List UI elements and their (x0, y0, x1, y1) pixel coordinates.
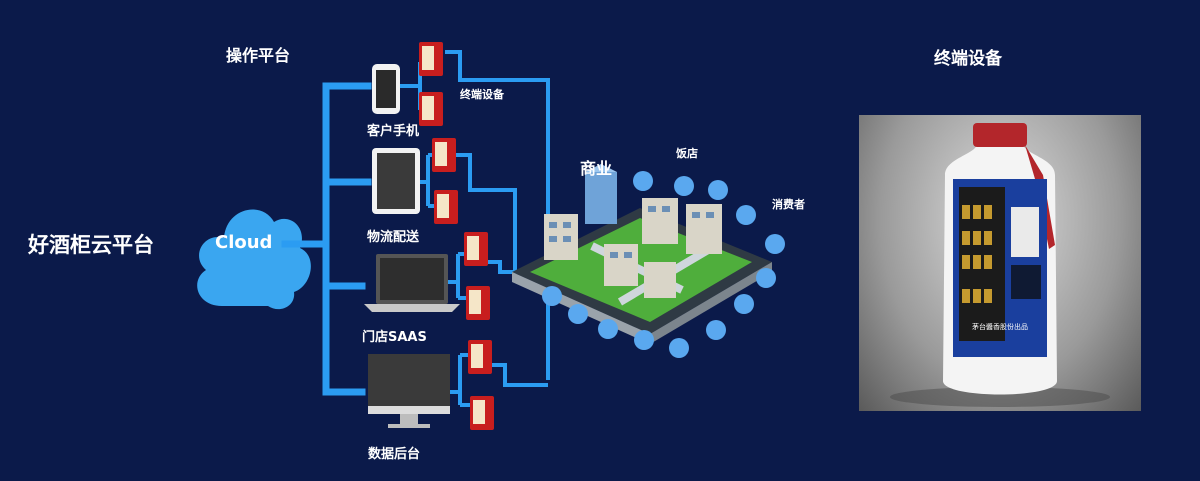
consumer-group-icon (542, 171, 785, 358)
cloud-icon (197, 209, 311, 310)
terminal-device-label: 终端设备 (460, 88, 504, 101)
device-label-desktop: 数据后台 (368, 447, 421, 462)
commerce-label: 商业 (580, 159, 613, 178)
cloud-label: Cloud (215, 232, 273, 253)
platform-title: 好酒柜云平台 (28, 233, 154, 257)
smartphone-icon (372, 64, 400, 114)
wine-cabinet-illustration (890, 123, 1110, 407)
ops-title: 操作平台 (226, 46, 291, 65)
laptop-icon (364, 254, 460, 312)
device-label-phone: 客户手机 (367, 124, 420, 139)
tablet-icon (372, 148, 420, 214)
device-label-laptop: 门店SAAS (362, 330, 427, 345)
cabinet-brand-text: 茅台醬香股份出品 (972, 323, 1028, 331)
commerce-city-illustration (512, 164, 772, 344)
consumer-label: 消费者 (772, 198, 805, 211)
smart-wine-cabinet-photo: 茅台醬香股份出品 (859, 115, 1141, 411)
terminal-title: 终端设备 (934, 49, 1002, 69)
device-label-tablet: 物流配送 (367, 230, 420, 245)
desktop-monitor-icon (368, 354, 450, 428)
restaurant-label: 饭店 (676, 147, 698, 160)
